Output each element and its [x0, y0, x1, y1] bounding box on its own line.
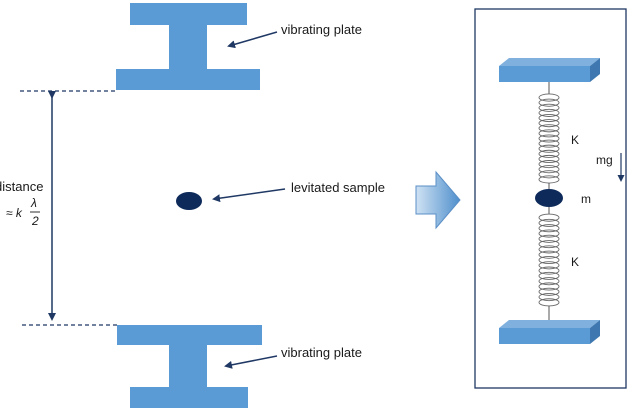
gravity-label: mg	[596, 153, 613, 167]
lambda-text: λ	[30, 196, 37, 210]
spring-coil	[538, 271, 560, 280]
model-bottom-plate	[499, 320, 600, 344]
distance-label: distance ≈ k λ 2	[0, 174, 48, 252]
spring-coil	[538, 250, 560, 259]
spring-coil	[538, 154, 560, 164]
bottom-vibrating-plate	[117, 325, 262, 408]
spring-coil	[538, 298, 560, 307]
spring-coil	[538, 287, 560, 296]
levitated-sample	[176, 192, 202, 210]
transition-block-arrow	[415, 170, 461, 230]
lower-spring	[538, 213, 560, 307]
spring-coil	[538, 282, 560, 291]
spring-coil	[538, 149, 560, 158]
spring-coil	[538, 293, 560, 302]
upper-spring-constant-label: K	[571, 133, 579, 147]
spring-coil	[538, 165, 560, 174]
bottom-plate-pointer-arrow	[224, 355, 278, 369]
spring-coil	[538, 170, 560, 179]
model-frame	[474, 8, 627, 389]
sample-pointer-arrow	[212, 188, 286, 203]
spring-coil	[538, 245, 560, 254]
spring-coil	[538, 213, 560, 222]
spring-coil	[538, 103, 560, 112]
distance-text: distance	[0, 179, 43, 194]
spring-coil	[538, 277, 560, 286]
spring-coil	[538, 113, 560, 123]
model-mass	[535, 189, 563, 207]
sample-label: levitated sample	[291, 180, 385, 195]
spring-coil	[538, 119, 560, 128]
approx-k-text: ≈ k	[6, 206, 23, 220]
spring-coil	[538, 261, 560, 270]
spring-coil	[538, 93, 560, 102]
bottom-plate-label: vibrating plate	[281, 345, 362, 360]
spring-coil	[538, 160, 560, 169]
mass-label: m	[581, 192, 591, 206]
spring-coil	[538, 98, 560, 107]
spring-coil	[538, 175, 560, 184]
spring-coil	[538, 129, 560, 138]
spring-coil	[538, 134, 560, 143]
model-top-plate	[499, 58, 600, 82]
spring-coil	[538, 240, 560, 249]
spring-coil	[538, 124, 560, 133]
spring-coil	[538, 255, 560, 265]
top-plate-pointer-arrow	[227, 31, 278, 49]
top-vibrating-plate	[116, 3, 260, 90]
spring-coil	[538, 139, 560, 148]
spring-coil	[538, 224, 560, 233]
lower-spring-constant-label: K	[571, 255, 579, 269]
spring-coil	[538, 266, 560, 275]
upper-spring	[538, 93, 560, 184]
spring-coil	[538, 218, 560, 227]
spring-coil	[538, 229, 560, 238]
top-plate-label: vibrating plate	[281, 22, 362, 37]
spring-coil	[538, 108, 560, 117]
two-text: 2	[31, 214, 39, 228]
spring-coil	[538, 234, 560, 243]
spring-coil	[538, 144, 560, 153]
